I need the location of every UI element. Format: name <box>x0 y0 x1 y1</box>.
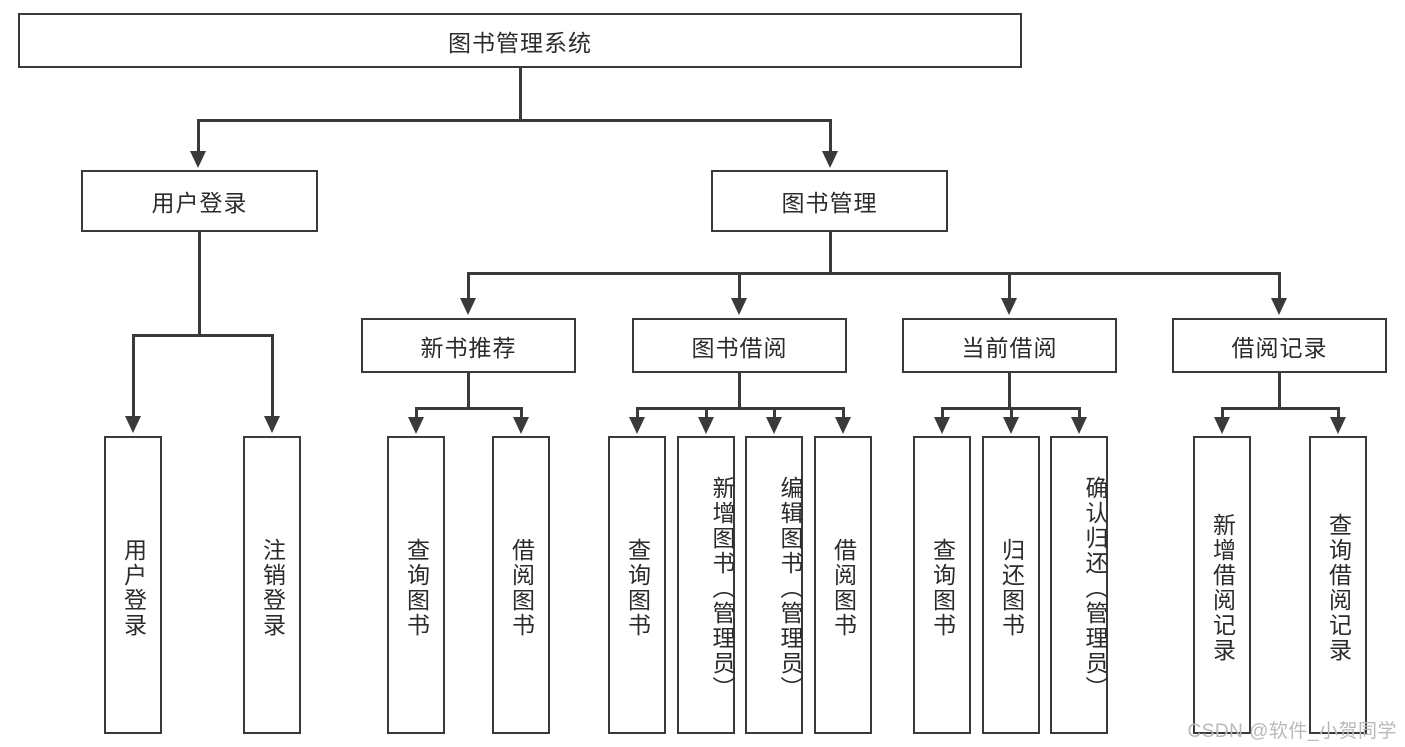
leaf-borrow-book-1-label: 借阅图书 <box>508 538 535 638</box>
arrow-user-login <box>190 151 206 168</box>
edge-nbr-drop-2 <box>520 407 523 419</box>
edge-cb-drop-3 <box>1078 407 1081 419</box>
node-new-book-recommend[interactable]: 新书推荐 <box>361 318 576 373</box>
arrow-leaf-add-book-admin <box>698 417 714 434</box>
arrow-book-borrow <box>731 298 747 315</box>
edge-new-book-recommend-stem <box>467 373 470 409</box>
edge-book-borrow-stem <box>738 373 741 409</box>
leaf-confirm-return-admin-label: 确认归还（管理员） <box>1082 475 1108 701</box>
node-new-book-recommend-label: 新书推荐 <box>420 334 517 361</box>
edge-book-management-stem <box>829 232 832 274</box>
leaf-query-book-3-label: 查询图书 <box>929 538 956 638</box>
leaf-query-borrow-record[interactable]: 查询借阅记录 <box>1309 436 1367 734</box>
edge-bb-drop-4 <box>842 407 845 419</box>
arrow-leaf-user-login <box>125 416 141 433</box>
leaf-add-borrow-record[interactable]: 新增借阅记录 <box>1193 436 1251 734</box>
node-user-login-label: 用户登录 <box>151 190 248 216</box>
edge-nbr-drop-1 <box>415 407 418 419</box>
edge-br-drop-2 <box>1337 407 1340 419</box>
arrow-book-management <box>822 151 838 168</box>
edge-br-drop-1 <box>1221 407 1224 419</box>
leaf-borrow-book-1[interactable]: 借阅图书 <box>492 436 550 734</box>
arrow-leaf-query-book-3 <box>934 417 950 434</box>
leaf-return-book[interactable]: 归还图书 <box>982 436 1040 734</box>
edge-user-login-stem <box>198 232 201 336</box>
node-root-system-label: 图书管理系统 <box>448 29 592 56</box>
leaf-add-book-admin-label: 新增图书（管理员） <box>709 475 735 701</box>
node-root-system[interactable]: 图书管理系统 <box>18 13 1022 68</box>
node-book-management-label: 图书管理 <box>781 190 878 216</box>
edge-bb-drop-2 <box>705 407 708 419</box>
edge-new-book-recommend-bus <box>415 407 523 410</box>
edge-drop-new-book-recommend <box>467 272 470 300</box>
edge-drop-borrow-record <box>1278 272 1281 300</box>
arrow-leaf-query-book-1 <box>408 417 424 434</box>
leaf-query-book-2[interactable]: 查询图书 <box>608 436 666 734</box>
edge-borrow-record-bus <box>1221 407 1340 410</box>
node-book-borrow-label: 图书借阅 <box>691 334 788 361</box>
leaf-add-borrow-record-label: 新增借阅记录 <box>1209 513 1236 663</box>
edge-level2-bus <box>197 119 832 122</box>
edge-bb-drop-3 <box>773 407 776 419</box>
edge-cb-drop-2 <box>1010 407 1013 419</box>
arrow-leaf-logout-login <box>264 416 280 433</box>
edge-book-borrow-bus <box>636 407 845 410</box>
edge-level3-bus <box>467 272 1280 275</box>
arrow-leaf-borrow-book-1 <box>513 417 529 434</box>
node-borrow-record[interactable]: 借阅记录 <box>1172 318 1387 373</box>
leaf-confirm-return-admin[interactable]: 确认归还（管理员） <box>1050 436 1108 734</box>
arrow-new-book-recommend <box>460 298 476 315</box>
arrow-leaf-add-borrow-record <box>1214 417 1230 434</box>
leaf-user-login[interactable]: 用户登录 <box>104 436 162 734</box>
arrow-leaf-confirm-return-admin <box>1071 417 1087 434</box>
leaf-query-book-1-label: 查询图书 <box>403 538 430 638</box>
arrow-leaf-query-borrow-record <box>1330 417 1346 434</box>
edge-root-stem <box>519 68 522 121</box>
leaf-borrow-book-2[interactable]: 借阅图书 <box>814 436 872 734</box>
arrow-leaf-query-book-2 <box>629 417 645 434</box>
node-book-borrow[interactable]: 图书借阅 <box>632 318 847 373</box>
leaf-logout-login[interactable]: 注销登录 <box>243 436 301 734</box>
edge-user-login-bus <box>132 334 273 337</box>
arrow-leaf-edit-book-admin <box>766 417 782 434</box>
leaf-return-book-label: 归还图书 <box>998 538 1025 638</box>
edge-bb-drop-1 <box>636 407 639 419</box>
edge-user-login-drop-1 <box>132 334 135 418</box>
node-borrow-record-label: 借阅记录 <box>1231 334 1328 361</box>
arrow-leaf-return-book <box>1003 417 1019 434</box>
edge-current-borrow-stem <box>1008 373 1011 409</box>
leaf-borrow-book-2-label: 借阅图书 <box>830 538 857 638</box>
node-current-borrow[interactable]: 当前借阅 <box>902 318 1117 373</box>
edge-cb-drop-1 <box>941 407 944 419</box>
edge-drop-book-borrow <box>738 272 741 300</box>
node-book-management[interactable]: 图书管理 <box>711 170 948 232</box>
node-user-login[interactable]: 用户登录 <box>81 170 318 232</box>
leaf-query-book-2-label: 查询图书 <box>624 538 651 638</box>
edge-drop-book-management <box>829 119 832 153</box>
leaf-logout-login-label: 注销登录 <box>259 538 286 638</box>
edge-borrow-record-stem <box>1278 373 1281 409</box>
edge-drop-current-borrow <box>1008 272 1011 300</box>
arrow-current-borrow <box>1001 298 1017 315</box>
leaf-query-book-1[interactable]: 查询图书 <box>387 436 445 734</box>
edge-user-login-drop-2 <box>271 334 274 418</box>
arrow-borrow-record <box>1271 298 1287 315</box>
leaf-query-borrow-record-label: 查询借阅记录 <box>1325 513 1352 663</box>
arrow-leaf-borrow-book-2 <box>835 417 851 434</box>
edge-drop-user-login <box>197 119 200 153</box>
leaf-edit-book-admin[interactable]: 编辑图书（管理员） <box>745 436 803 734</box>
leaf-user-login-label: 用户登录 <box>120 538 147 638</box>
leaf-add-book-admin[interactable]: 新增图书（管理员） <box>677 436 735 734</box>
leaf-query-book-3[interactable]: 查询图书 <box>913 436 971 734</box>
leaf-edit-book-admin-label: 编辑图书（管理员） <box>777 475 803 701</box>
node-current-borrow-label: 当前借阅 <box>961 334 1058 361</box>
